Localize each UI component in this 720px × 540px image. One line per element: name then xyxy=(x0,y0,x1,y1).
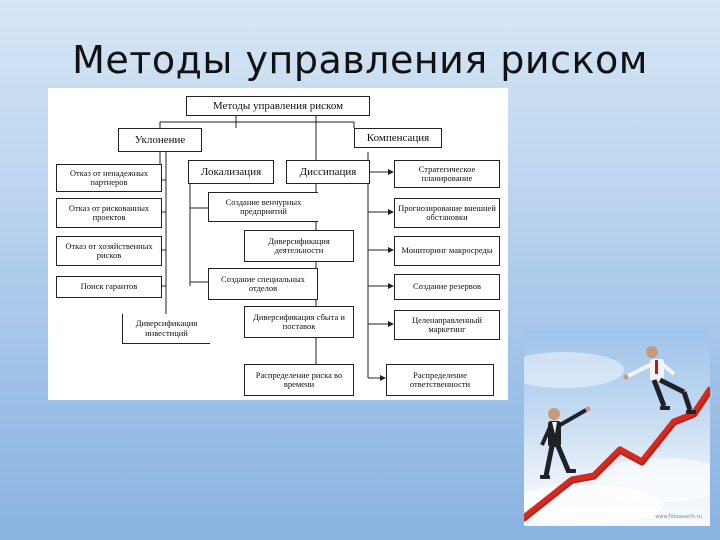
businessman-upper xyxy=(623,346,696,414)
dissipation-item-box: Диверсификация сбыта и поставок xyxy=(244,306,354,338)
category-localization-box: Локализация xyxy=(188,160,274,184)
compensation-item-box: Прогнозирование внешней обстановки xyxy=(394,198,500,228)
avoidance-item-box: Отказ от хозяйственных рисков xyxy=(56,236,162,266)
compensation-item-box: Распределение ответственности xyxy=(386,364,494,396)
dissipation-item-box: Диверсификация деятельности xyxy=(244,230,354,262)
root-methods-box: Методы управления риском xyxy=(186,96,370,116)
risk-methods-diagram: Методы управления риском Уклонение Компе… xyxy=(48,88,508,400)
growth-line xyxy=(524,386,710,522)
avoidance-item-box: Отказ от рискованных проектов xyxy=(56,198,162,228)
avoidance-item-box: Поиск гарантов xyxy=(56,276,162,298)
photo-credit: www.fotosearch.ru xyxy=(655,514,702,520)
businessman-lower xyxy=(540,406,591,479)
businessmen-growth-photo: www.fotosearch.ru xyxy=(524,330,710,526)
slide-title: Методы управления риском xyxy=(72,38,648,82)
category-compensation-box: Компенсация xyxy=(354,128,442,148)
compensation-item-box: Мониторинг макросреды xyxy=(394,236,500,266)
compensation-item-box: Создание резервов xyxy=(394,274,500,300)
dissipation-item-box: Распределение риска во времени xyxy=(244,364,354,396)
growth-graph-illustration xyxy=(524,346,710,525)
compensation-item-box: Стратегическое планирование xyxy=(394,160,500,188)
localization-item-box: Создание специальных отделов xyxy=(208,268,318,300)
category-dissipation-box: Диссипация xyxy=(286,160,370,184)
compensation-item-box: Целенаправленный маркетинг xyxy=(394,310,500,340)
category-avoidance-box: Уклонение xyxy=(118,128,202,152)
avoidance-extra-box: Диверсификация инвестиций xyxy=(122,314,210,344)
avoidance-item-box: Отказ от ненадежных партнеров xyxy=(56,164,162,192)
localization-item-box: Создание венчурных предприятий xyxy=(208,192,318,222)
